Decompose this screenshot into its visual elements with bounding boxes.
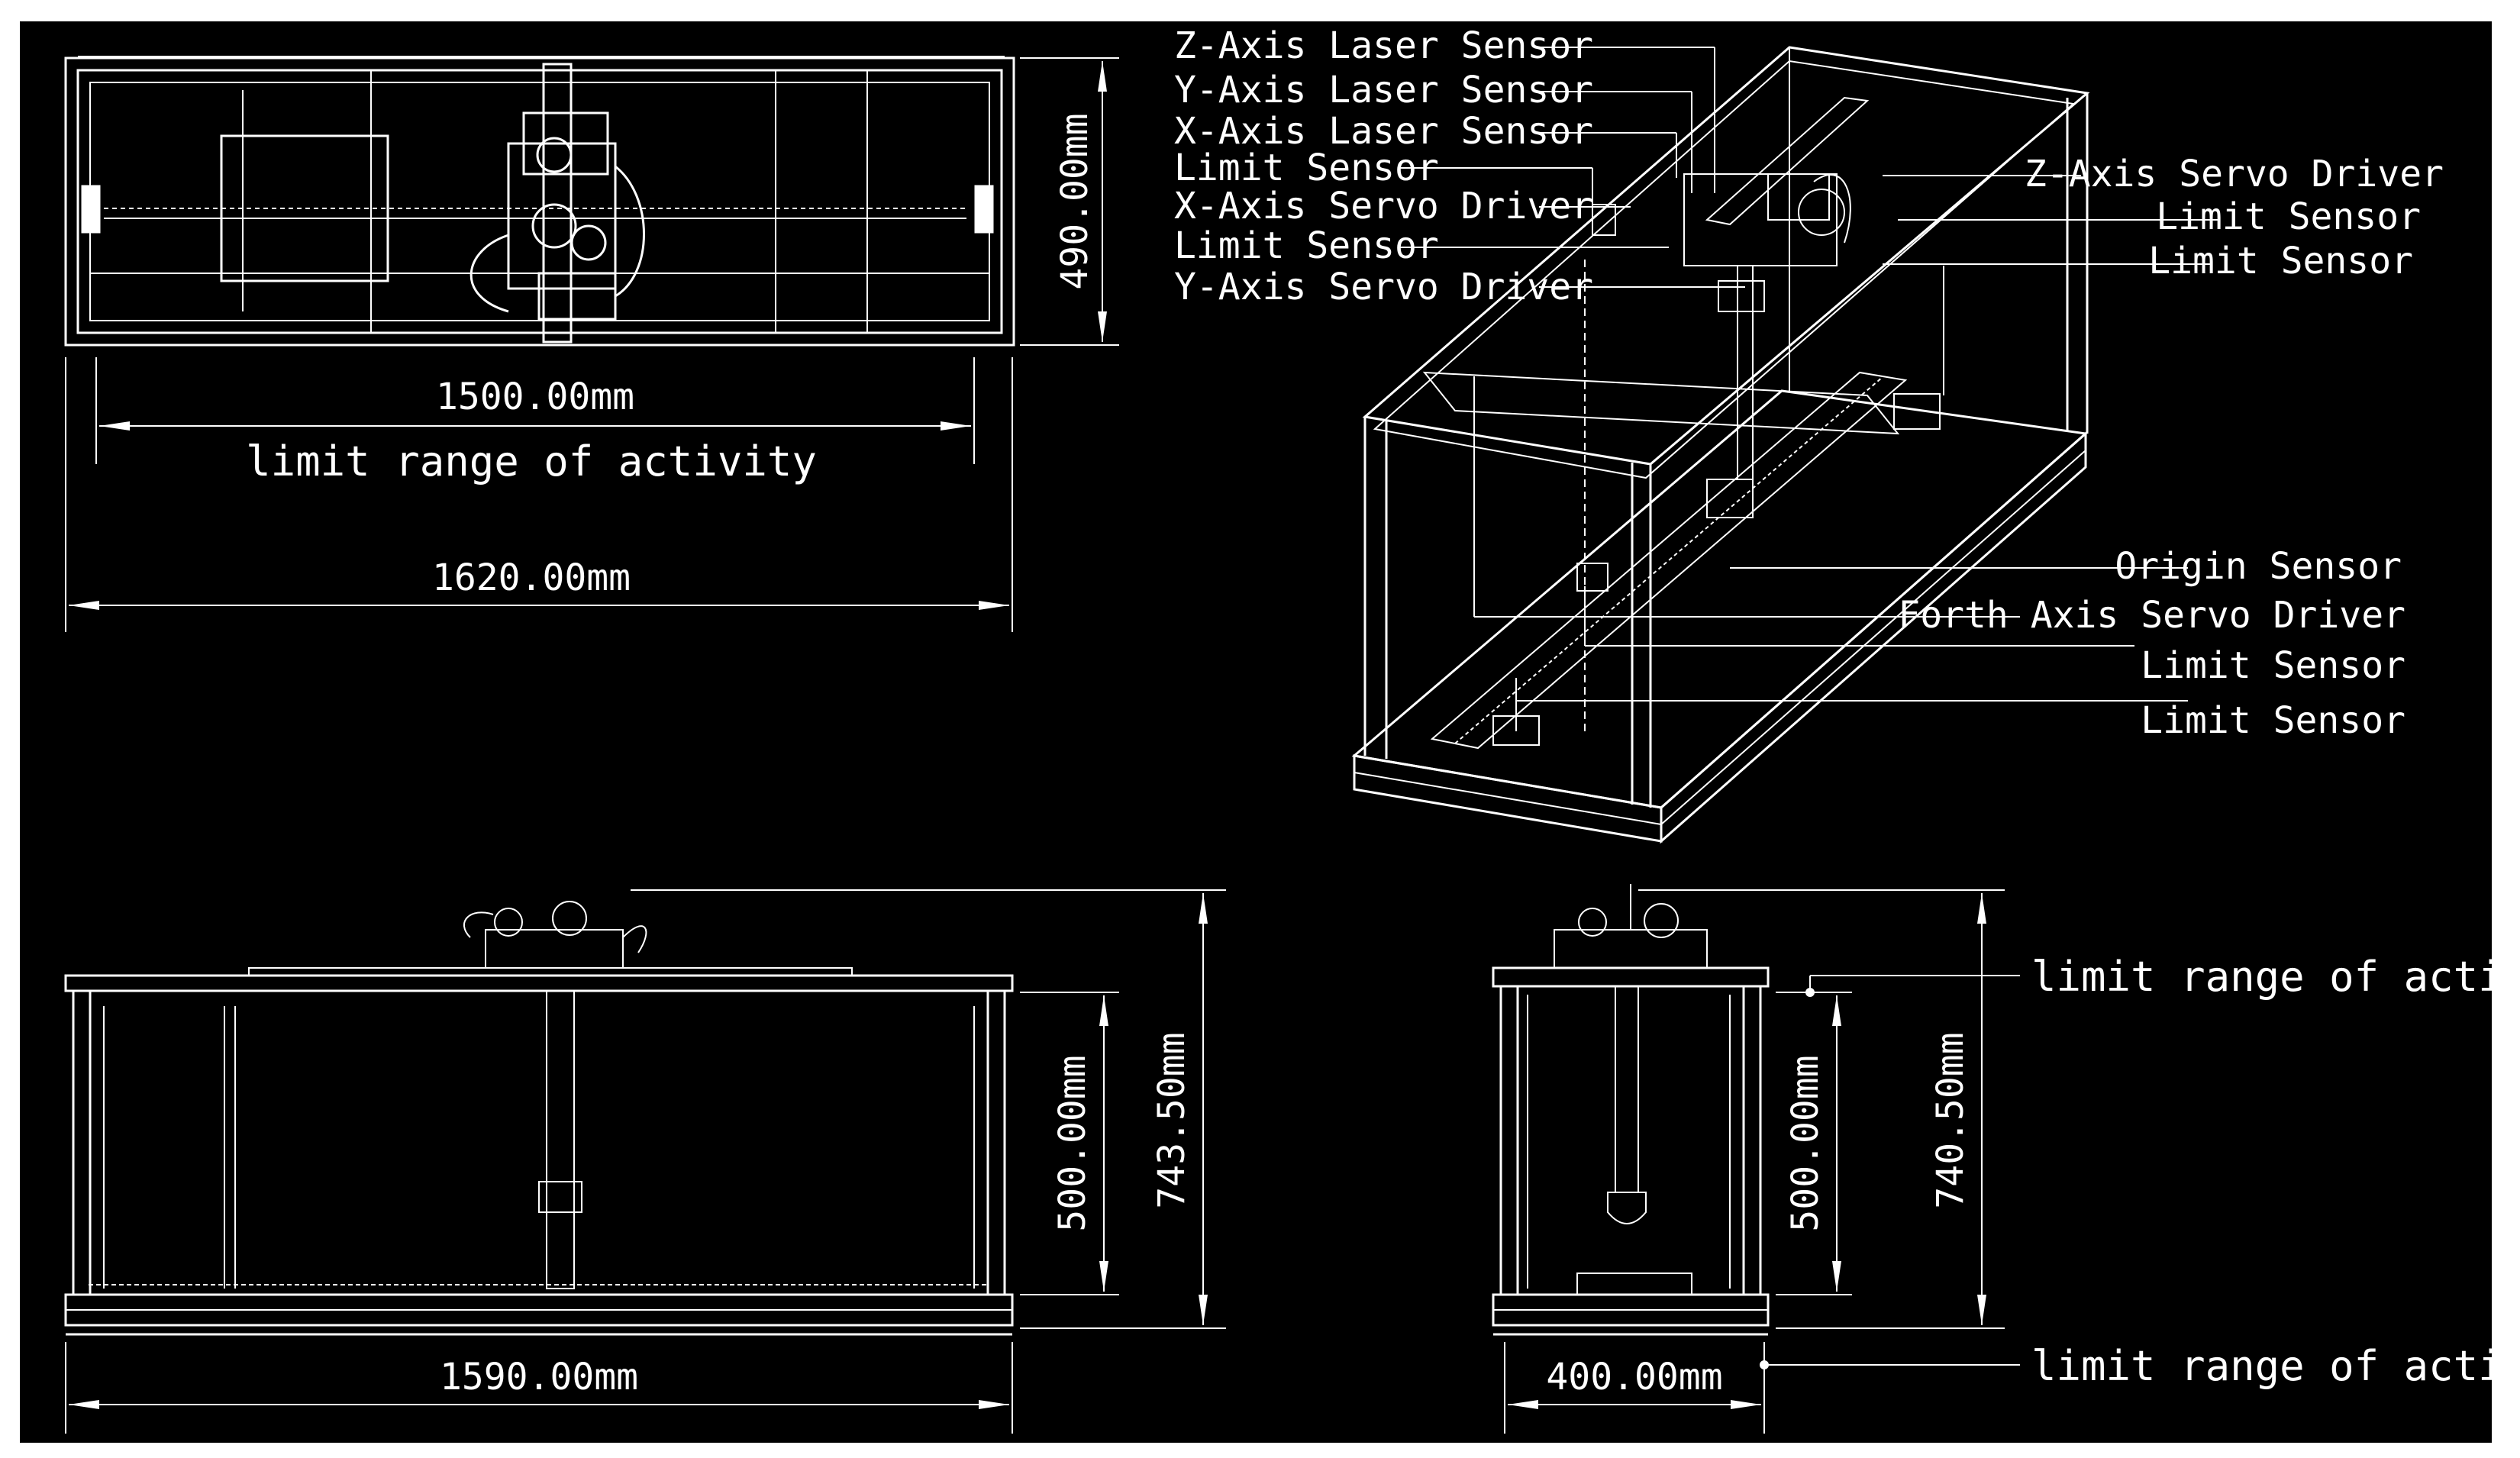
top-view-platform bbox=[220, 134, 389, 282]
callout-limit-sensor-2: Limit Sensor bbox=[1174, 224, 1439, 267]
callout-z-axis-servo-driver: Z-Axis Servo Driver bbox=[2025, 153, 2444, 195]
callout-forth-axis-servo-driver: Forth Axis Servo Driver bbox=[1898, 594, 2405, 637]
side-view-range-label-bottom: limit range of activity bbox=[2031, 1342, 2492, 1390]
engineering-drawing: 1500.00mm limit range of activity 1620.0… bbox=[64, 24, 2492, 1434]
top-view-outer-frame bbox=[64, 56, 1015, 347]
front-view-width-dim: 1590.00mm bbox=[440, 1356, 638, 1398]
callout-y-axis-servo-driver: Y-Axis Servo Driver bbox=[1174, 266, 1593, 308]
side-view-height-dim: 740.50mm bbox=[1929, 1032, 1972, 1208]
top-view-overall-dim: 1620.00mm bbox=[432, 556, 631, 599]
side-view-range-dim: 500.00mm bbox=[1784, 1055, 1827, 1231]
side-view-dimensions bbox=[1504, 889, 2020, 1434]
callout-limit-sensor-6: Limit Sensor bbox=[2141, 699, 2405, 742]
drawing-frame: 1500.00mm limit range of activity 1620.0… bbox=[20, 21, 2492, 1443]
top-view-inner-frame bbox=[76, 69, 1003, 334]
callout-limit-sensor-4: Limit Sensor bbox=[2148, 240, 2413, 282]
top-view-width-dim: 1500.00mm bbox=[436, 376, 634, 418]
callout-x-axis-servo-driver: X-Axis Servo Driver bbox=[1174, 185, 1593, 227]
side-view bbox=[1492, 884, 1770, 1336]
iso-leaders bbox=[1400, 47, 2218, 731]
callout-limit-sensor-1: Limit Sensor bbox=[1174, 147, 1439, 189]
side-view-range-label-top: limit range of activity bbox=[2031, 953, 2492, 1001]
side-view-width-dim: 400.00mm bbox=[1546, 1356, 1722, 1398]
iso-view bbox=[1351, 46, 2090, 844]
callout-origin-sensor: Origin Sensor bbox=[2115, 545, 2402, 588]
front-view bbox=[64, 901, 1014, 1336]
top-view-dimensions bbox=[65, 57, 1119, 632]
top-view-depth-dim: 490.00mm bbox=[1053, 113, 1096, 289]
callout-y-axis-laser-sensor: Y-Axis Laser Sensor bbox=[1174, 69, 1593, 111]
callout-limit-sensor-5: Limit Sensor bbox=[2141, 644, 2405, 687]
top-view-range-label: limit range of activity bbox=[246, 437, 817, 485]
side-view-top-plate bbox=[1492, 966, 1770, 988]
callout-z-axis-laser-sensor: Z-Axis Laser Sensor bbox=[1174, 24, 1593, 67]
front-view-range-dim: 500.00mm bbox=[1051, 1055, 1094, 1231]
top-view bbox=[64, 56, 1015, 347]
front-view-dimensions bbox=[65, 889, 1226, 1434]
front-view-height-dim: 743.50mm bbox=[1150, 1032, 1193, 1208]
callout-limit-sensor-3: Limit Sensor bbox=[2156, 195, 2421, 238]
callout-x-axis-laser-sensor: X-Axis Laser Sensor bbox=[1174, 110, 1593, 153]
front-view-top-plate bbox=[64, 974, 1014, 992]
